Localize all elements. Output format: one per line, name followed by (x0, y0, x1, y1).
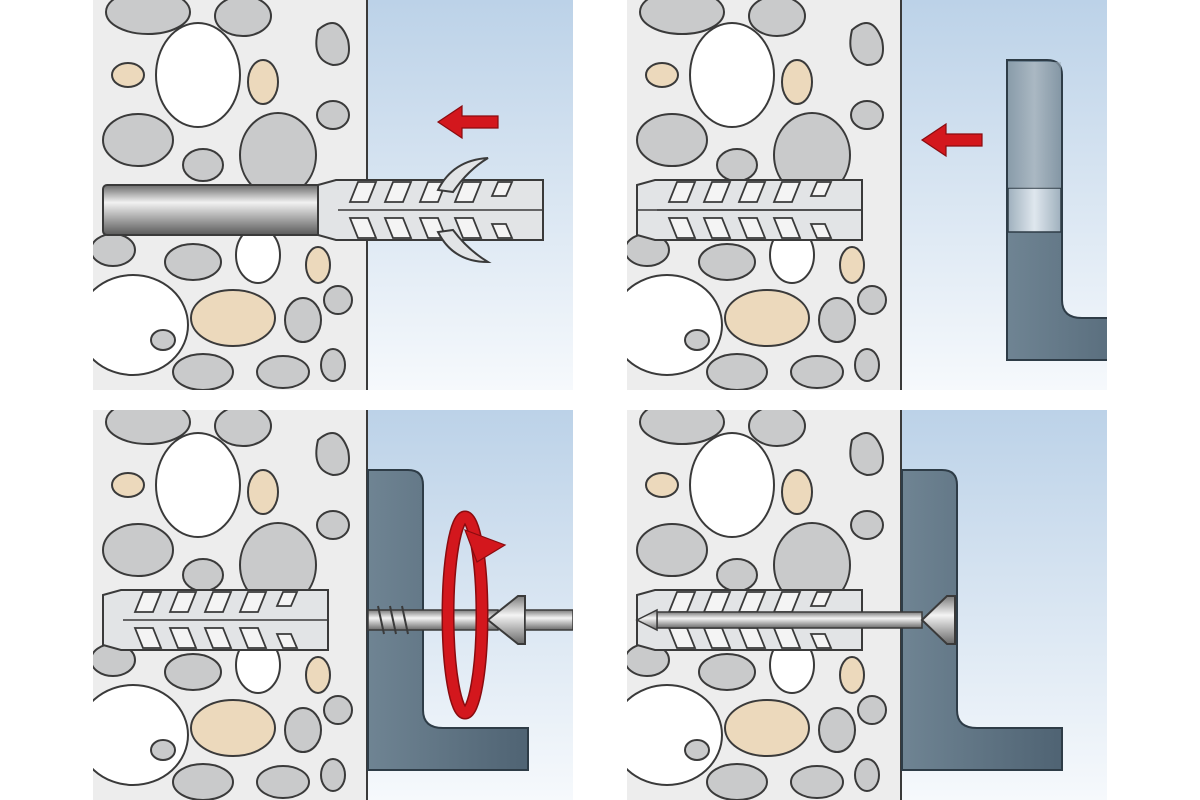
screw-thread (377, 605, 409, 635)
plastic-anchor (317, 179, 544, 241)
screw-shaft (656, 611, 923, 629)
screw-head (920, 595, 956, 645)
step-1-panel (93, 0, 573, 390)
step-2-panel (627, 0, 1107, 390)
anchor-wing-bottom (436, 228, 492, 264)
screw-tip (635, 608, 658, 632)
bracket-hole (1007, 187, 1062, 233)
drill-hole (102, 184, 339, 236)
plastic-anchor (102, 589, 329, 651)
red-rotation-arrow (441, 510, 507, 720)
anchor-wing-top (436, 157, 489, 194)
step-3-panel (93, 410, 573, 800)
step-4-panel (627, 410, 1107, 800)
screwdriver (524, 609, 573, 631)
